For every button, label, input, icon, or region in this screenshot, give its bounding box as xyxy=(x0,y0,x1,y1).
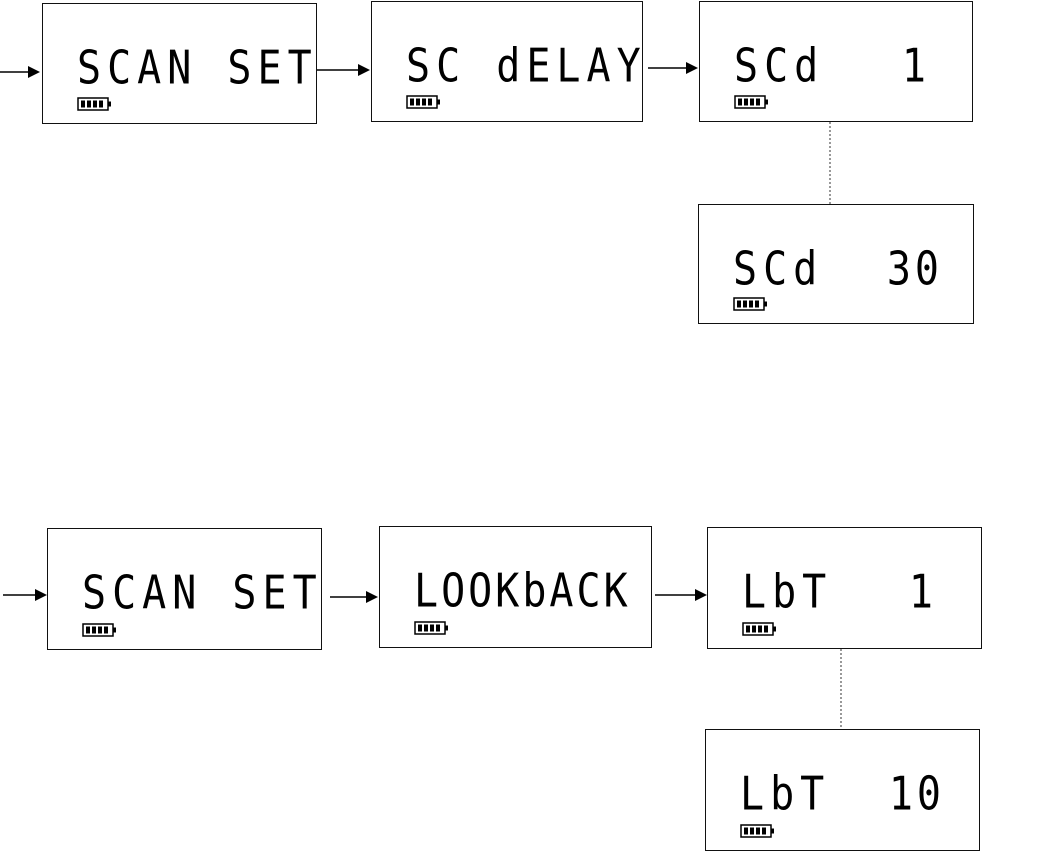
lcd-label: SC dELAY xyxy=(406,40,647,93)
lcd-label: SCAN SET xyxy=(82,567,323,620)
lcd-label: LbT xyxy=(740,768,830,821)
lcd-label: LbT xyxy=(742,566,832,619)
lcd-screen-scan-set-2: SCAN SET xyxy=(47,528,322,650)
battery-full-icon xyxy=(734,95,770,109)
dotted-connector xyxy=(839,649,843,730)
lcd-value: 1 xyxy=(902,40,930,93)
arrow-right-icon xyxy=(648,58,700,78)
battery-full-icon xyxy=(742,622,778,636)
lcd-screen-lookback: LOOKbACK xyxy=(379,526,652,648)
arrow-right-icon xyxy=(330,587,380,607)
lcd-value: 1 xyxy=(909,566,937,619)
lcd-screen-lbt-1: LbT 1 xyxy=(707,527,982,649)
lcd-screen-scan-set: SCAN SET xyxy=(42,3,317,124)
battery-full-icon xyxy=(406,95,442,109)
lcd-label: SCd xyxy=(734,40,824,93)
lcd-value: 10 xyxy=(889,768,945,821)
battery-full-icon xyxy=(740,824,776,838)
battery-full-icon xyxy=(414,621,450,635)
arrow-right-icon xyxy=(316,60,372,80)
battery-full-icon xyxy=(77,97,113,111)
lcd-label: SCAN SET xyxy=(77,42,318,95)
lcd-label: LOOKbACK xyxy=(414,565,631,618)
lcd-screen-sc-delay: SC dELAY xyxy=(371,1,643,122)
arrow-right-icon xyxy=(3,585,49,605)
arrow-right-icon xyxy=(655,585,709,605)
dotted-connector xyxy=(828,122,832,204)
lcd-screen-lbt-10: LbT 10 xyxy=(705,729,980,851)
lcd-screen-scd-1: SCd 1 xyxy=(699,1,973,122)
battery-full-icon xyxy=(733,297,769,311)
lcd-value: 30 xyxy=(887,243,943,296)
battery-full-icon xyxy=(82,623,118,637)
arrow-right-icon xyxy=(0,62,42,82)
lcd-screen-scd-30: SCd 30 xyxy=(698,204,974,324)
lcd-label: SCd xyxy=(733,243,823,296)
